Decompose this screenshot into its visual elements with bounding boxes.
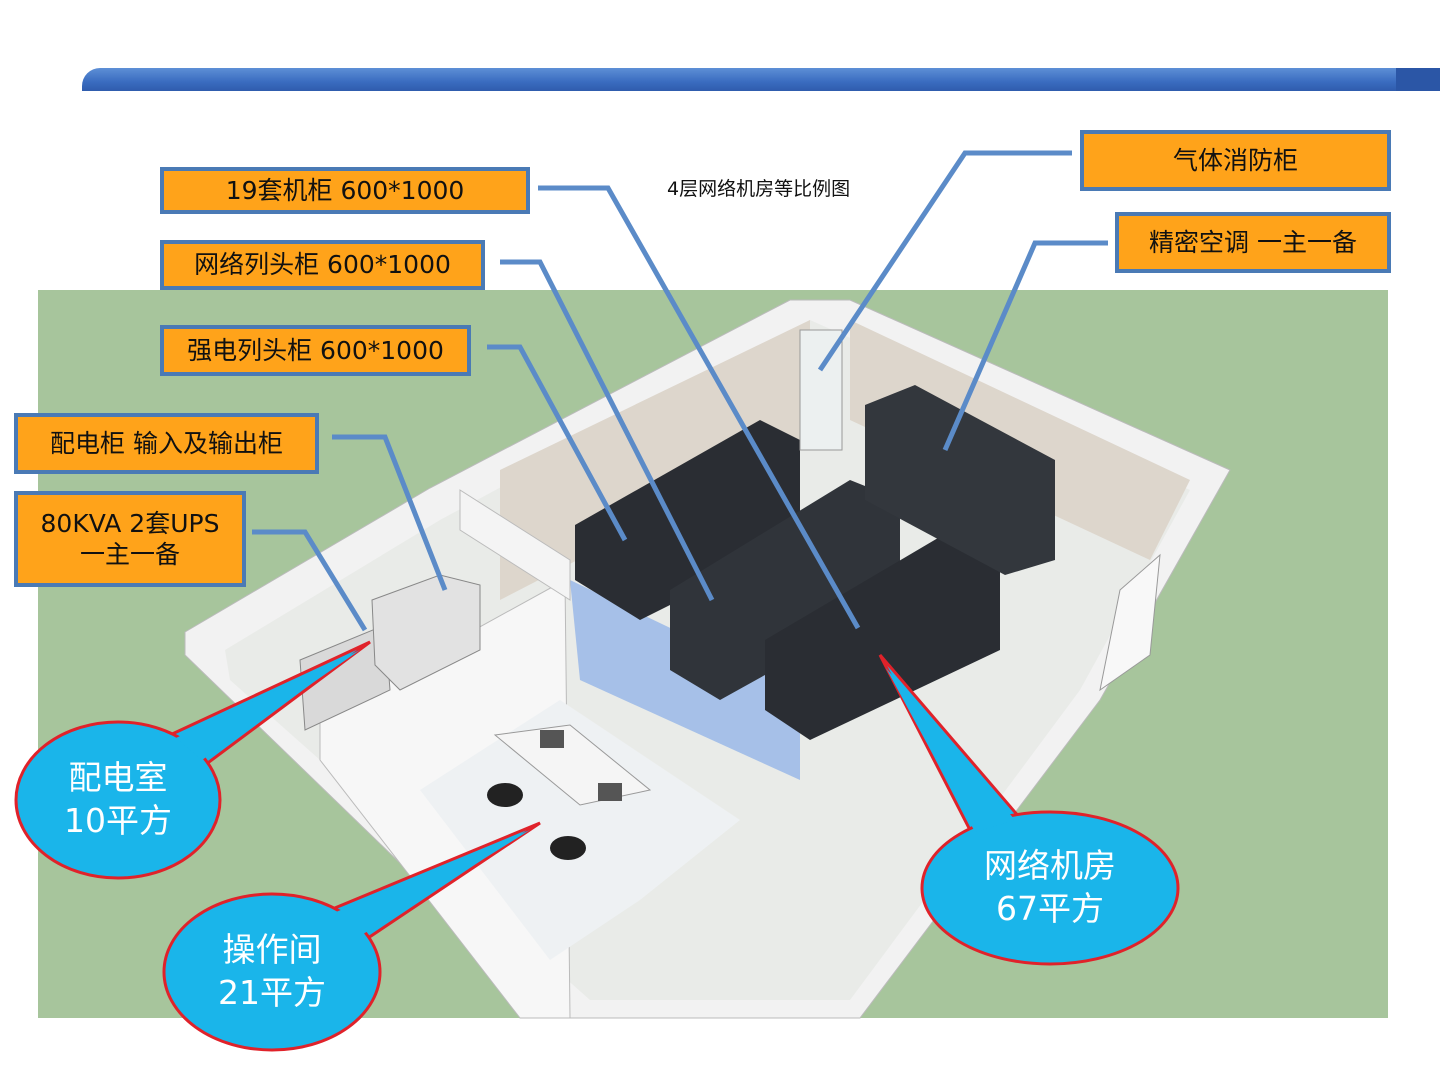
bubble-operation-room (162, 892, 382, 1052)
partition-power (459, 489, 571, 601)
room-name: 配电室 (68, 758, 168, 798)
label-ups: 80KVA 2套UPS 一主一备 (14, 491, 246, 587)
room-area: 10平方 (64, 801, 172, 840)
label-distribution-cabinet: 配电柜 输入及输出柜 (14, 413, 319, 474)
leader-line-network-head (500, 259, 715, 602)
header-bar-end (1396, 68, 1440, 91)
room-name: 操作间 (222, 930, 322, 970)
diagram-title: 4层网络机房等比例图 (667, 178, 851, 200)
label-ups-line2: 一主一备 (79, 540, 180, 569)
bubble-power-room-text: 配电室 10平方 (16, 722, 220, 878)
back-wall-right (850, 320, 1190, 560)
operation-floor (420, 700, 740, 960)
chair (487, 783, 523, 807)
bubble-network-room-text: 网络机房 67平方 (922, 812, 1178, 964)
room-area: 67平方 (996, 889, 1104, 928)
laptop (598, 783, 622, 801)
label-racks: 19套机柜 600*1000 (160, 167, 530, 214)
leader-line-fire (817, 150, 1072, 372)
bubble-operation-room-text: 操作间 21平方 (164, 894, 380, 1050)
ups-cabinet (299, 624, 391, 731)
leader-line-ups (252, 529, 368, 632)
room-name: 网络机房 (984, 846, 1116, 886)
rack-row-3 (765, 525, 1000, 740)
bubble-power-room (14, 720, 222, 880)
leader-lines (252, 150, 1108, 632)
leader-line-racks (538, 185, 861, 630)
header-bar (82, 68, 1440, 91)
label-fire-cabinet: 气体消防柜 (1080, 130, 1391, 191)
rack-row-1 (575, 420, 800, 620)
leader-line-power-head (487, 344, 628, 542)
ac-units (865, 385, 1055, 575)
label-network-head-cabinet: 网络列头柜 600*1000 (160, 240, 485, 290)
glass-wall (570, 580, 800, 780)
label-power-head-cabinet: 强电列头柜 600*1000 (160, 325, 471, 376)
rack-row-2 (670, 480, 900, 700)
label-precision-ac: 精密空调 一主一备 (1115, 212, 1391, 273)
chair (550, 836, 586, 860)
bubble-network-room (920, 810, 1180, 966)
leader-line-ac (942, 240, 1108, 451)
label-ups-line1: 80KVA 2套UPS (40, 508, 220, 538)
leader-line-distribution (332, 434, 448, 591)
door (1099, 553, 1161, 692)
room-area: 21平方 (218, 973, 326, 1012)
laptop (540, 730, 564, 748)
